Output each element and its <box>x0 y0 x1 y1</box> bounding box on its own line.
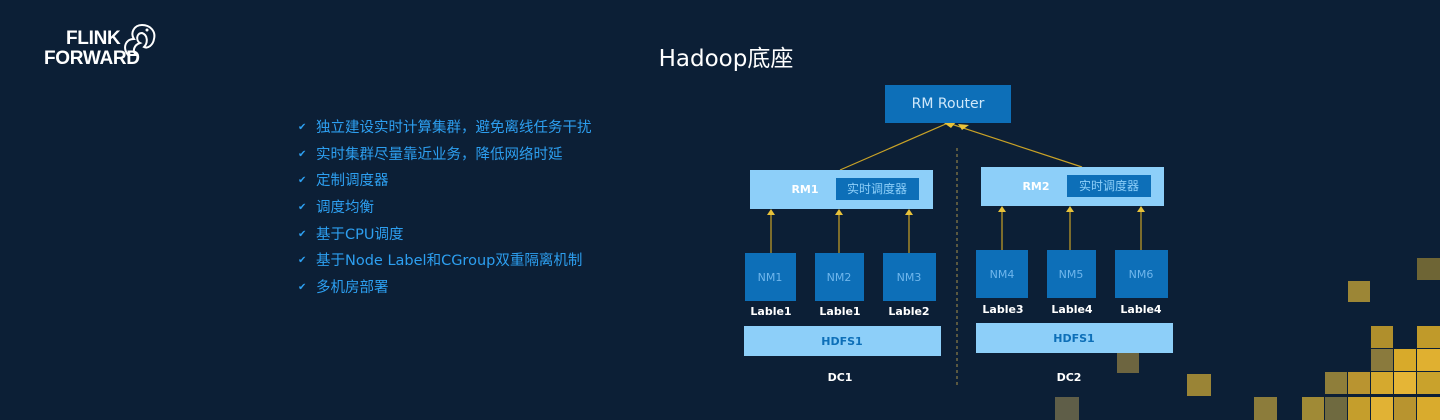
list-item-text: 基于CPU调度 <box>316 226 404 243</box>
nm3-box <box>883 253 936 301</box>
nm2-label: NM2 <box>827 271 852 284</box>
flink-forward-logo: FLINK FORWARD <box>44 23 156 69</box>
list-item-text: 定制调度器 <box>316 173 389 190</box>
nm4-box <box>976 250 1028 298</box>
slide-title: Hadoop底座 <box>658 46 794 72</box>
nm6-node-label: Lable4 <box>1120 303 1162 316</box>
list-item-text: 调度均衡 <box>316 200 374 217</box>
rm2-scheduler-box <box>1067 175 1151 197</box>
list-item: ✔ 定制调度器 <box>298 171 592 198</box>
rm2-label: RM2 <box>1022 180 1049 193</box>
arrowhead-icon <box>958 124 969 130</box>
mosaic-squares <box>1055 258 1440 420</box>
dc1-name: DC1 <box>828 371 853 384</box>
dc2-hdfs-label: HDFS1 <box>1053 332 1094 345</box>
list-item: ✔ 实时集群尽量靠近业务，降低网络时延 <box>298 145 592 172</box>
list-item: ✔ 调度均衡 <box>298 198 592 225</box>
dc2-connectors <box>998 206 1145 250</box>
rm1-scheduler-box <box>836 178 919 200</box>
nm2-node-label: Lable1 <box>819 305 860 318</box>
list-item-text: 实时集群尽量靠近业务，降低网络时延 <box>316 146 563 163</box>
list-item: ✔ 多机房部署 <box>298 278 592 305</box>
dc1-connectors <box>767 209 913 253</box>
nm5-box <box>1047 250 1096 298</box>
logo-line1: FLINK <box>66 28 121 49</box>
nm3-node-label: Lable2 <box>888 305 929 318</box>
feature-list: ✔独立建设实时计算集群，避免离线任务干扰 ✔实时集群尽量靠近业务，降低网络时延 … <box>298 118 592 305</box>
dc2-hdfs-box <box>976 323 1173 353</box>
list-item: ✔ 基于Node Label和CGroup双重隔离机制 <box>298 251 592 278</box>
list-item-text: 独立建设实时计算集群，避免离线任务干扰 <box>316 120 592 136</box>
list-item-text: 多机房部署 <box>316 280 389 297</box>
dc1-hdfs-label: HDFS1 <box>821 335 862 348</box>
rm2-scheduler-label: 实时调度器 <box>1079 178 1139 193</box>
check-icon: ✔ <box>298 282 307 294</box>
nm5-node-label: Lable4 <box>1051 303 1093 316</box>
router-to-rm1-connector <box>839 122 949 171</box>
squirrel-icon <box>124 23 156 56</box>
nm4-node-label: Lable3 <box>982 303 1023 316</box>
router-to-rm2-connector <box>947 122 1083 168</box>
list-item: ✔ 独立建设实时计算集群，避免离线任务干扰 <box>298 118 592 145</box>
list-item: ✔ 基于CPU调度 <box>298 225 592 252</box>
logo-line2: FORWARD <box>44 48 140 69</box>
check-icon: ✔ <box>298 175 307 187</box>
list-item-text: 基于Node Label和CGroup双重隔离机制 <box>316 253 583 270</box>
nm1-box <box>745 253 796 301</box>
rm1-scheduler-label: 实时调度器 <box>847 181 907 196</box>
arrowhead-icon <box>944 122 956 128</box>
nm4-label: NM4 <box>990 268 1015 281</box>
check-icon: ✔ <box>298 148 307 160</box>
rm-router-label: RM Router <box>912 96 985 112</box>
nm3-label: NM3 <box>897 271 922 284</box>
nm1-node-label: Lable1 <box>750 305 791 318</box>
nm5-label: NM5 <box>1059 268 1084 281</box>
nm6-label: NM6 <box>1129 268 1154 281</box>
dc1-hdfs-box <box>744 326 941 356</box>
rm1-label: RM1 <box>791 183 818 196</box>
check-icon: ✔ <box>298 202 307 214</box>
check-icon: ✔ <box>298 122 307 133</box>
nm1-label: NM1 <box>758 271 783 284</box>
nm6-box <box>1115 250 1168 298</box>
check-icon: ✔ <box>298 228 307 240</box>
rm-router-box <box>885 85 1011 123</box>
check-icon: ✔ <box>298 255 307 267</box>
nm2-box <box>815 253 864 301</box>
dc2-name: DC2 <box>1057 371 1082 384</box>
